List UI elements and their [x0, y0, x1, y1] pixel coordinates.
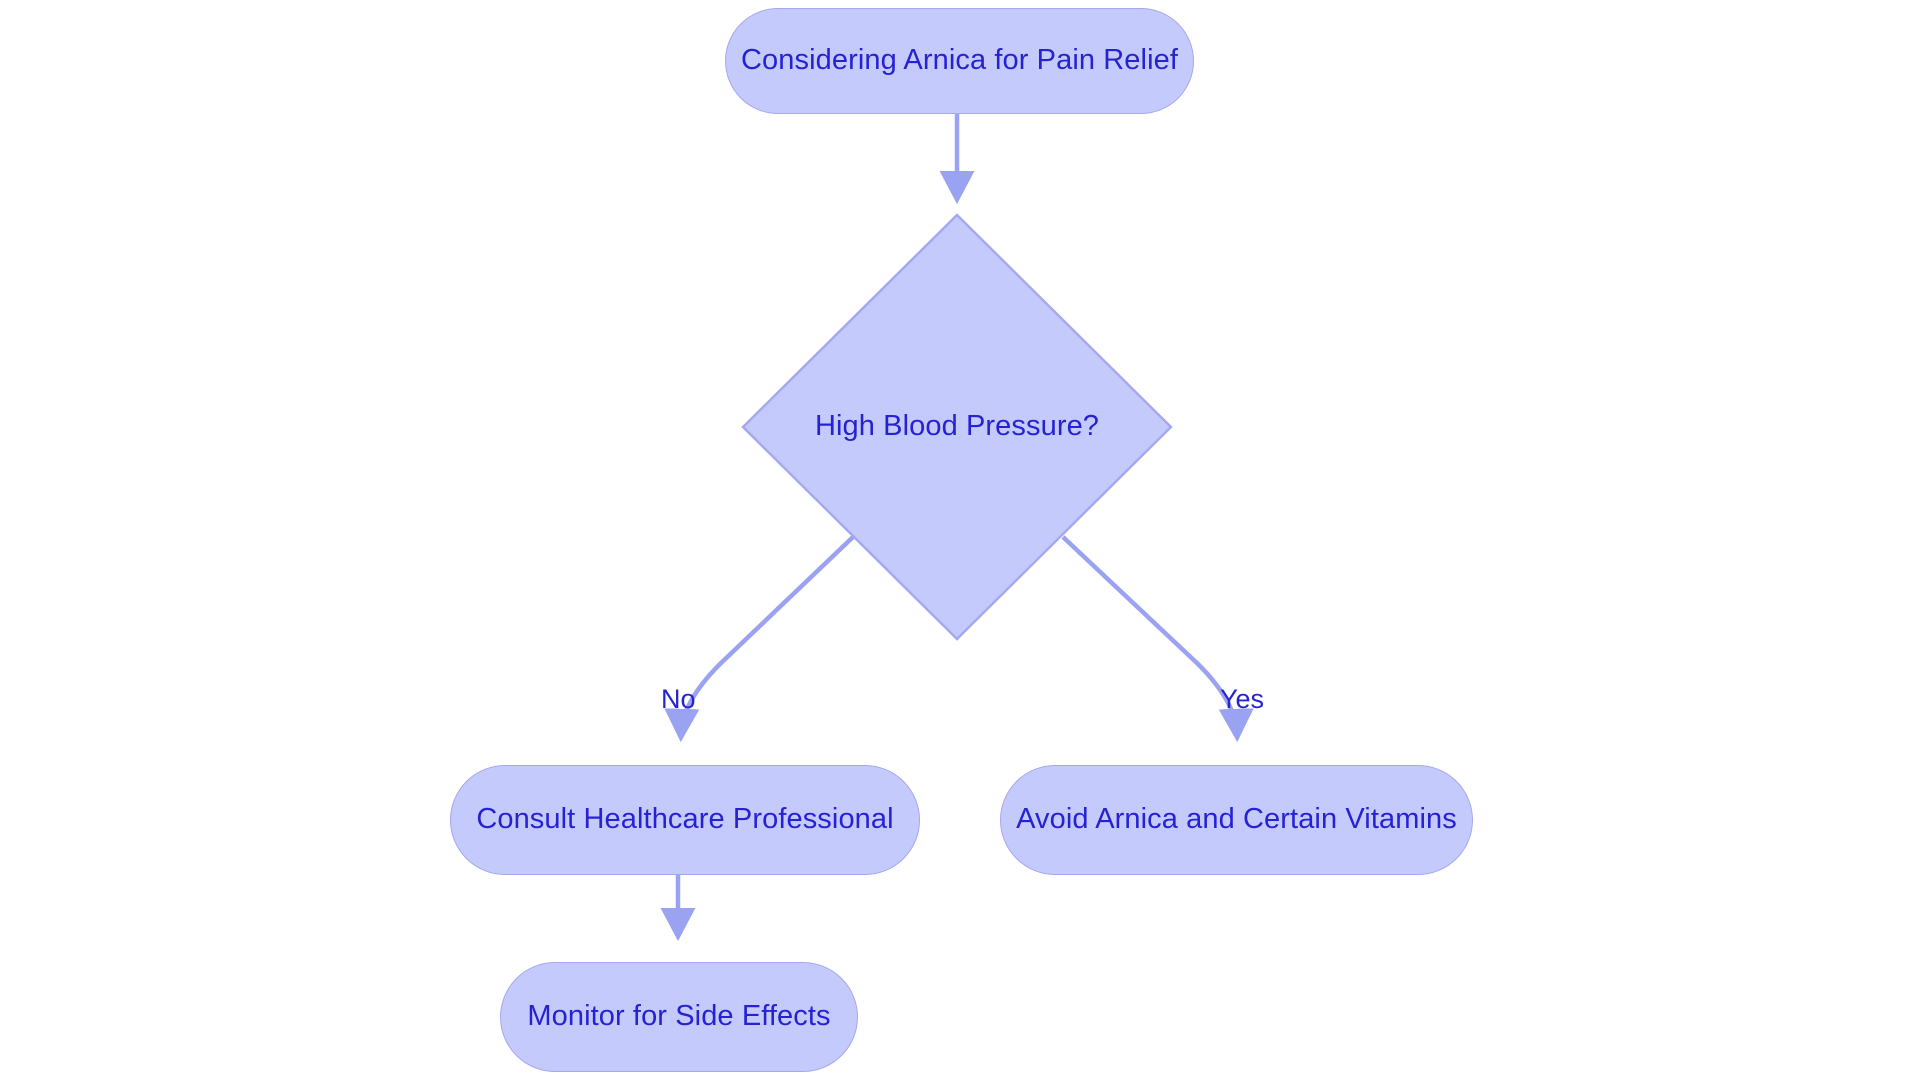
diamond-shape-icon	[741, 213, 1173, 641]
edge-label-yes: Yes	[1220, 684, 1265, 714]
edge-label-no: No	[661, 684, 696, 714]
node-considering-arnica[interactable]: Considering Arnica for Pain Relief	[725, 8, 1194, 114]
node-label: Considering Arnica for Pain Relief	[740, 44, 1178, 77]
node-avoid-arnica-and-certain-vitamins[interactable]: Avoid Arnica and Certain Vitamins	[1000, 765, 1473, 875]
node-label: Monitor for Side Effects	[527, 1000, 831, 1033]
node-label: High Blood Pressure?	[814, 410, 1100, 443]
edge-decision-to-consult	[664, 535, 855, 743]
node-consult-healthcare-professional[interactable]: Consult Healthcare Professional	[450, 765, 920, 875]
node-label: Avoid Arnica and Certain Vitamins	[1016, 803, 1457, 836]
node-monitor-for-side-effects[interactable]: Monitor for Side Effects	[500, 962, 858, 1072]
node-label: Consult Healthcare Professional	[476, 803, 894, 836]
node-high-blood-pressure[interactable]: High Blood Pressure?	[741, 213, 1173, 641]
edge-decision-to-avoid	[1061, 535, 1254, 743]
